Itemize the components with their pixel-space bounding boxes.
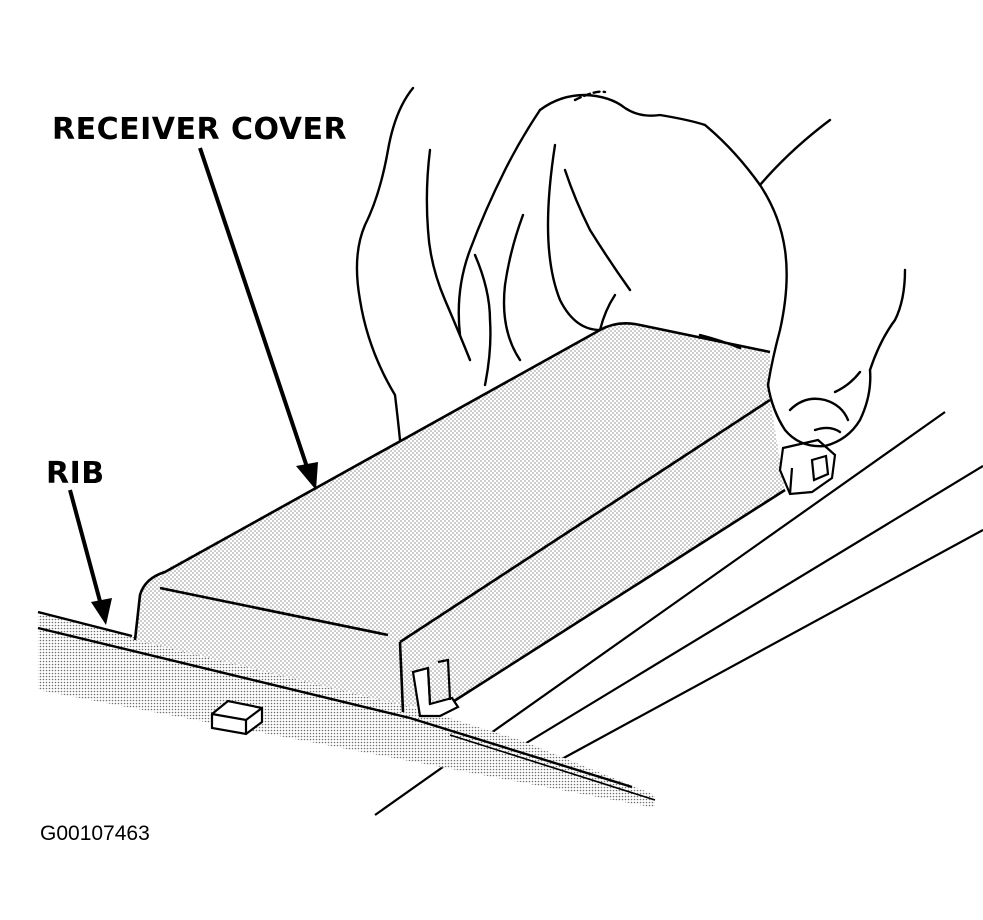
hand-drawing [355,86,907,448]
receiver-cover-label: RECEIVER COVER [52,112,348,147]
rib-label: RIB [46,456,105,491]
rib-tab [210,699,264,736]
receiver-cover [133,322,786,713]
rib-strip [37,610,656,808]
leader-rib [68,489,112,625]
figure-id: G00107463 [40,822,150,845]
rear-clip [778,438,837,496]
leader-receiver-cover [198,147,318,490]
front-clip [411,658,460,718]
